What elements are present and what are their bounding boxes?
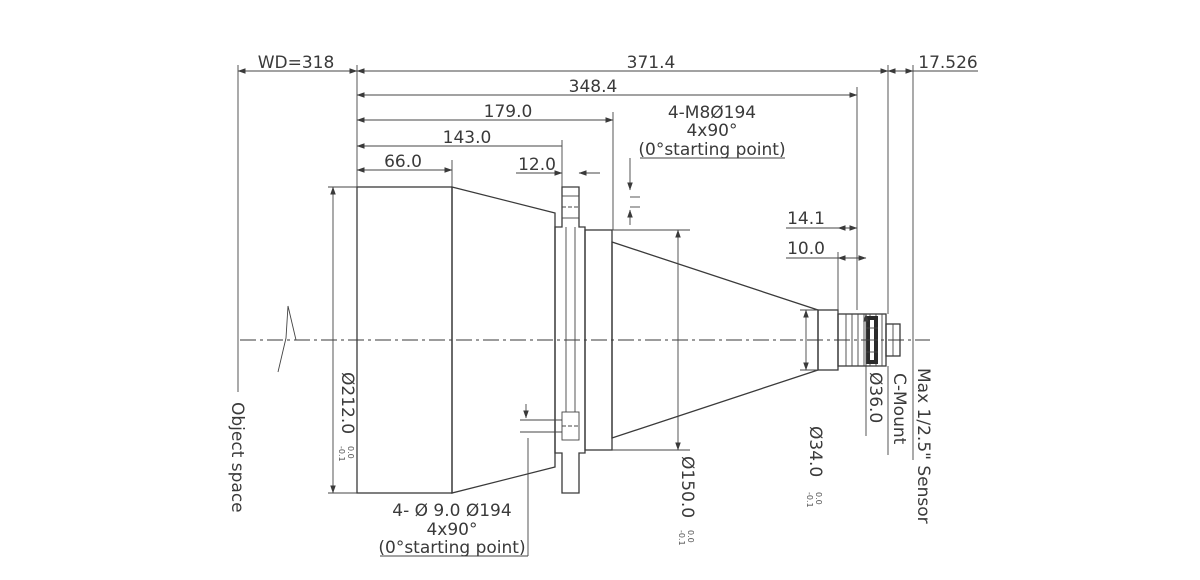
label-sensor: Max 1/2.5" Sensor — [913, 368, 933, 524]
note-bottom-holes-line3: (0°starting point) — [378, 538, 525, 558]
dim-length-66: 66.0 — [384, 152, 422, 172]
label-object-space: Object space — [227, 402, 247, 513]
tol-34-upper: 0.0 — [814, 492, 823, 505]
tol-212-upper: 0.0 — [346, 446, 355, 459]
dim-flange-thickness: 12.0 — [518, 155, 556, 175]
dim-length-348: 348.4 — [569, 77, 618, 97]
tol-150-upper: 0.0 — [686, 530, 695, 543]
note-bottom-holes-line2: 4x90° — [426, 520, 477, 540]
tol-34-lower: -0.1 — [805, 492, 814, 508]
dimension-lines — [237, 68, 978, 557]
dim-length-10: 10.0 — [787, 239, 825, 259]
dim-length-143: 143.0 — [443, 128, 492, 148]
extension-lines — [237, 65, 914, 494]
dim-working-distance: WD=318 — [258, 53, 335, 73]
note-top-holes-line2: 4x90° — [686, 121, 737, 141]
dim-diameter-212: Ø212.0 — [337, 372, 357, 434]
front-cone — [451, 186, 556, 494]
note-top-holes-line1: 4-M8Ø194 — [668, 103, 756, 123]
dim-total-length: 371.4 — [627, 53, 676, 73]
label-c-mount: C-Mount — [889, 373, 909, 445]
dim-length-14: 14.1 — [787, 209, 825, 229]
dim-length-179: 179.0 — [484, 102, 533, 122]
tol-212-lower: -0.1 — [337, 446, 346, 462]
note-top-holes-line3: (0°starting point) — [638, 140, 785, 160]
c-mount-adapter — [837, 313, 901, 367]
dim-sensor-offset: 17.526 — [918, 53, 977, 73]
dim-diameter-150: Ø150.0 — [677, 456, 697, 518]
dim-diameter-36: Ø36.0 — [865, 372, 885, 423]
dim-diameter-34: Ø34.0 — [805, 426, 825, 477]
note-bottom-holes-line1: 4- Ø 9.0 Ø194 — [392, 501, 511, 521]
tol-150-lower: -0.1 — [677, 530, 686, 546]
axis-break-symbol — [277, 305, 297, 373]
